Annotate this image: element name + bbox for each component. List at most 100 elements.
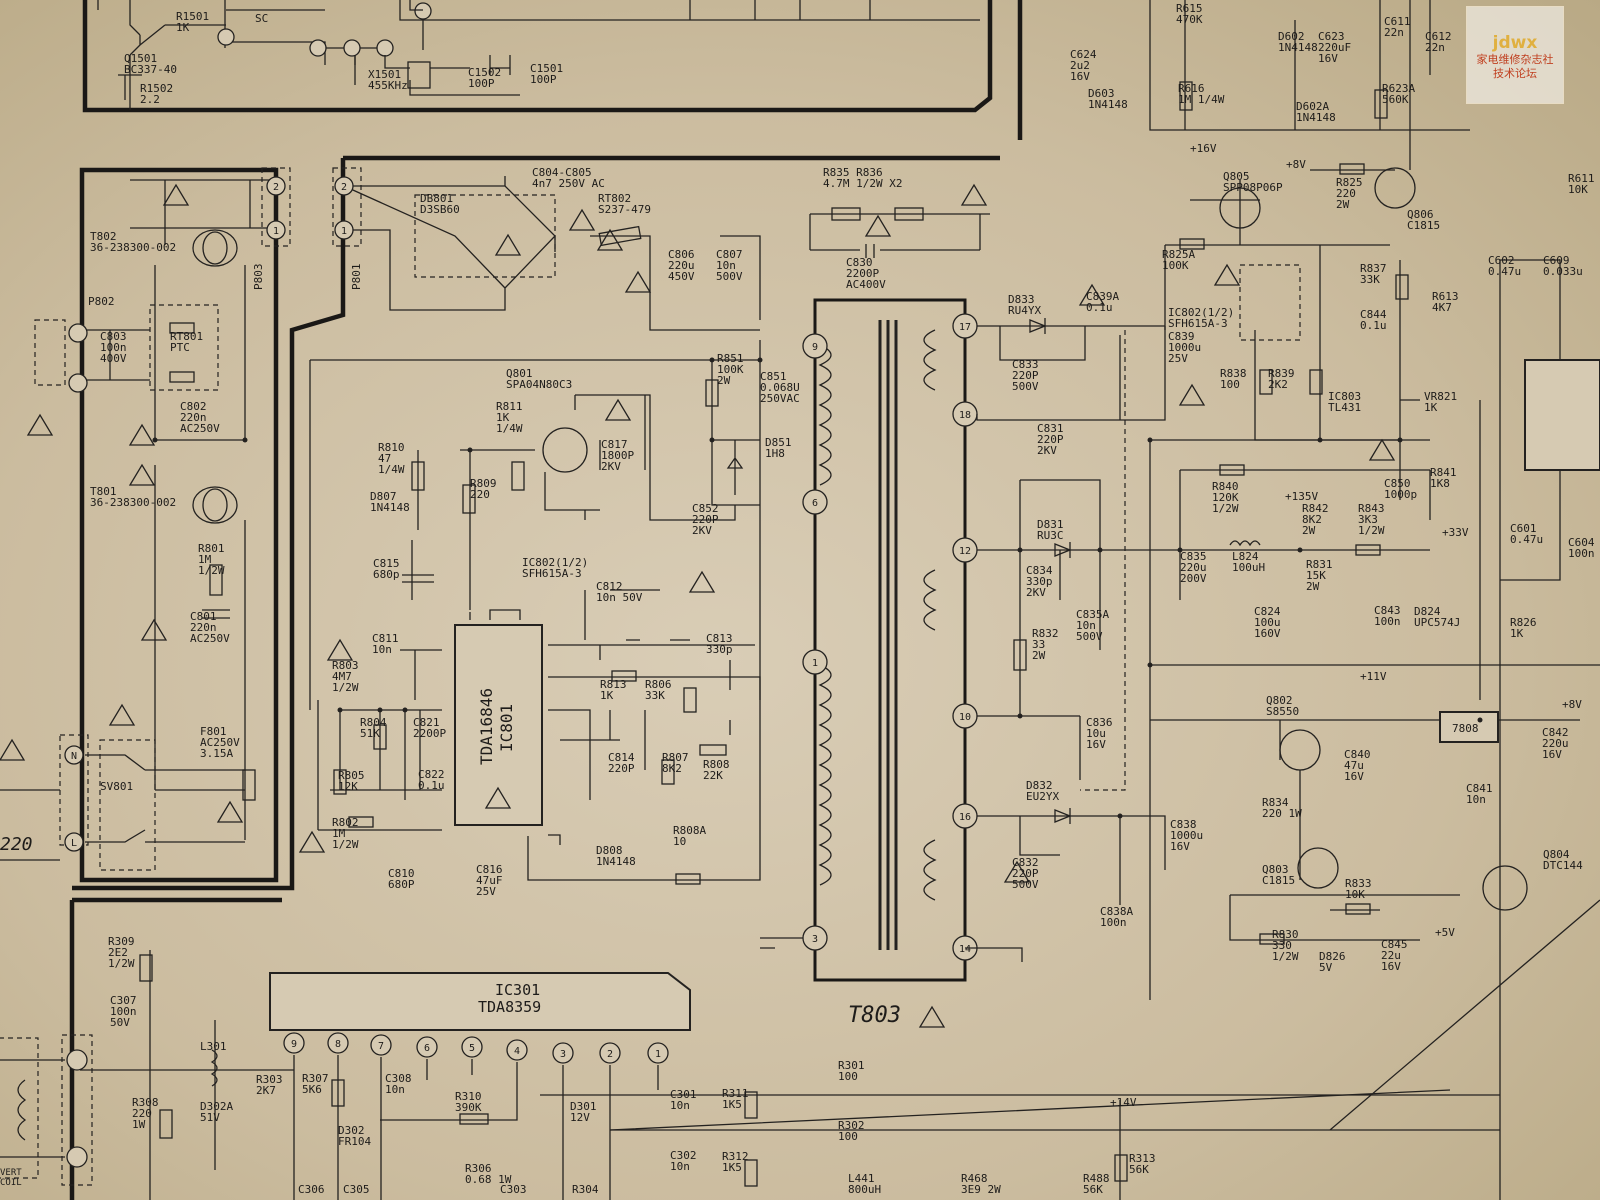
t803-pin-14: 14 — [959, 944, 971, 955]
ic804-part: 7808 — [1452, 722, 1479, 735]
ic801-body — [454, 624, 543, 826]
t803-pin-3: 3 — [812, 934, 818, 945]
label-c303: C303 — [500, 1183, 527, 1196]
label-p802: P802 — [88, 295, 115, 308]
forum-watermark: jdwx 家电维修杂志社 技术论坛 — [1466, 6, 1564, 104]
t803-ref: T803 — [848, 1003, 901, 1028]
primary-control: TDA16846 IC801 — [309, 340, 761, 885]
rail-16v: +16V — [1190, 142, 1217, 155]
ic301-pin-6: 6 — [424, 1043, 430, 1054]
ic801-part: TDA16846 — [477, 688, 496, 765]
ic801-ref: IC801 — [497, 704, 516, 752]
ic301-pin-9: 9 — [291, 1039, 297, 1050]
t803-pin-18: 18 — [959, 410, 971, 421]
ic301-pin-7: 7 — [378, 1041, 384, 1052]
watermark-brand: jdwx — [1492, 33, 1538, 53]
t803-pin-17: 17 — [959, 322, 971, 333]
ic301-pin-1: 1 — [655, 1049, 661, 1060]
mains-voltage: 220 — [0, 834, 33, 855]
t803-pin-10: 10 — [959, 712, 971, 723]
warning-icons — [0, 183, 1396, 1028]
rail-5v: +5V — [1435, 926, 1455, 939]
mains-filter — [0, 167, 291, 871]
t803-pin-6: 6 — [812, 498, 818, 509]
ic804-body — [1439, 711, 1499, 743]
label-sv801: SV801 — [100, 780, 133, 793]
label-c305: C305 — [343, 1183, 370, 1196]
ic301-pin-5: 5 — [469, 1043, 475, 1054]
p803-pin-1: 1 — [273, 226, 279, 237]
ic-right-partial — [1524, 359, 1600, 471]
t803-pin-1: 1 — [812, 658, 818, 669]
p801-label: P801 — [350, 264, 363, 291]
p801-pin-1: 1 — [341, 226, 347, 237]
label-ic802-1-2-: IC802(1/2)SFH615A-3 — [1168, 306, 1234, 330]
p801-pin-2: 2 — [341, 182, 347, 193]
rail-11v: +11V — [1360, 670, 1387, 683]
rail-14v: +14V — [1110, 1096, 1137, 1109]
mains-l-pin: L — [71, 838, 77, 849]
ic301-body — [269, 972, 691, 1031]
t803-pin-9: 9 — [812, 342, 818, 353]
